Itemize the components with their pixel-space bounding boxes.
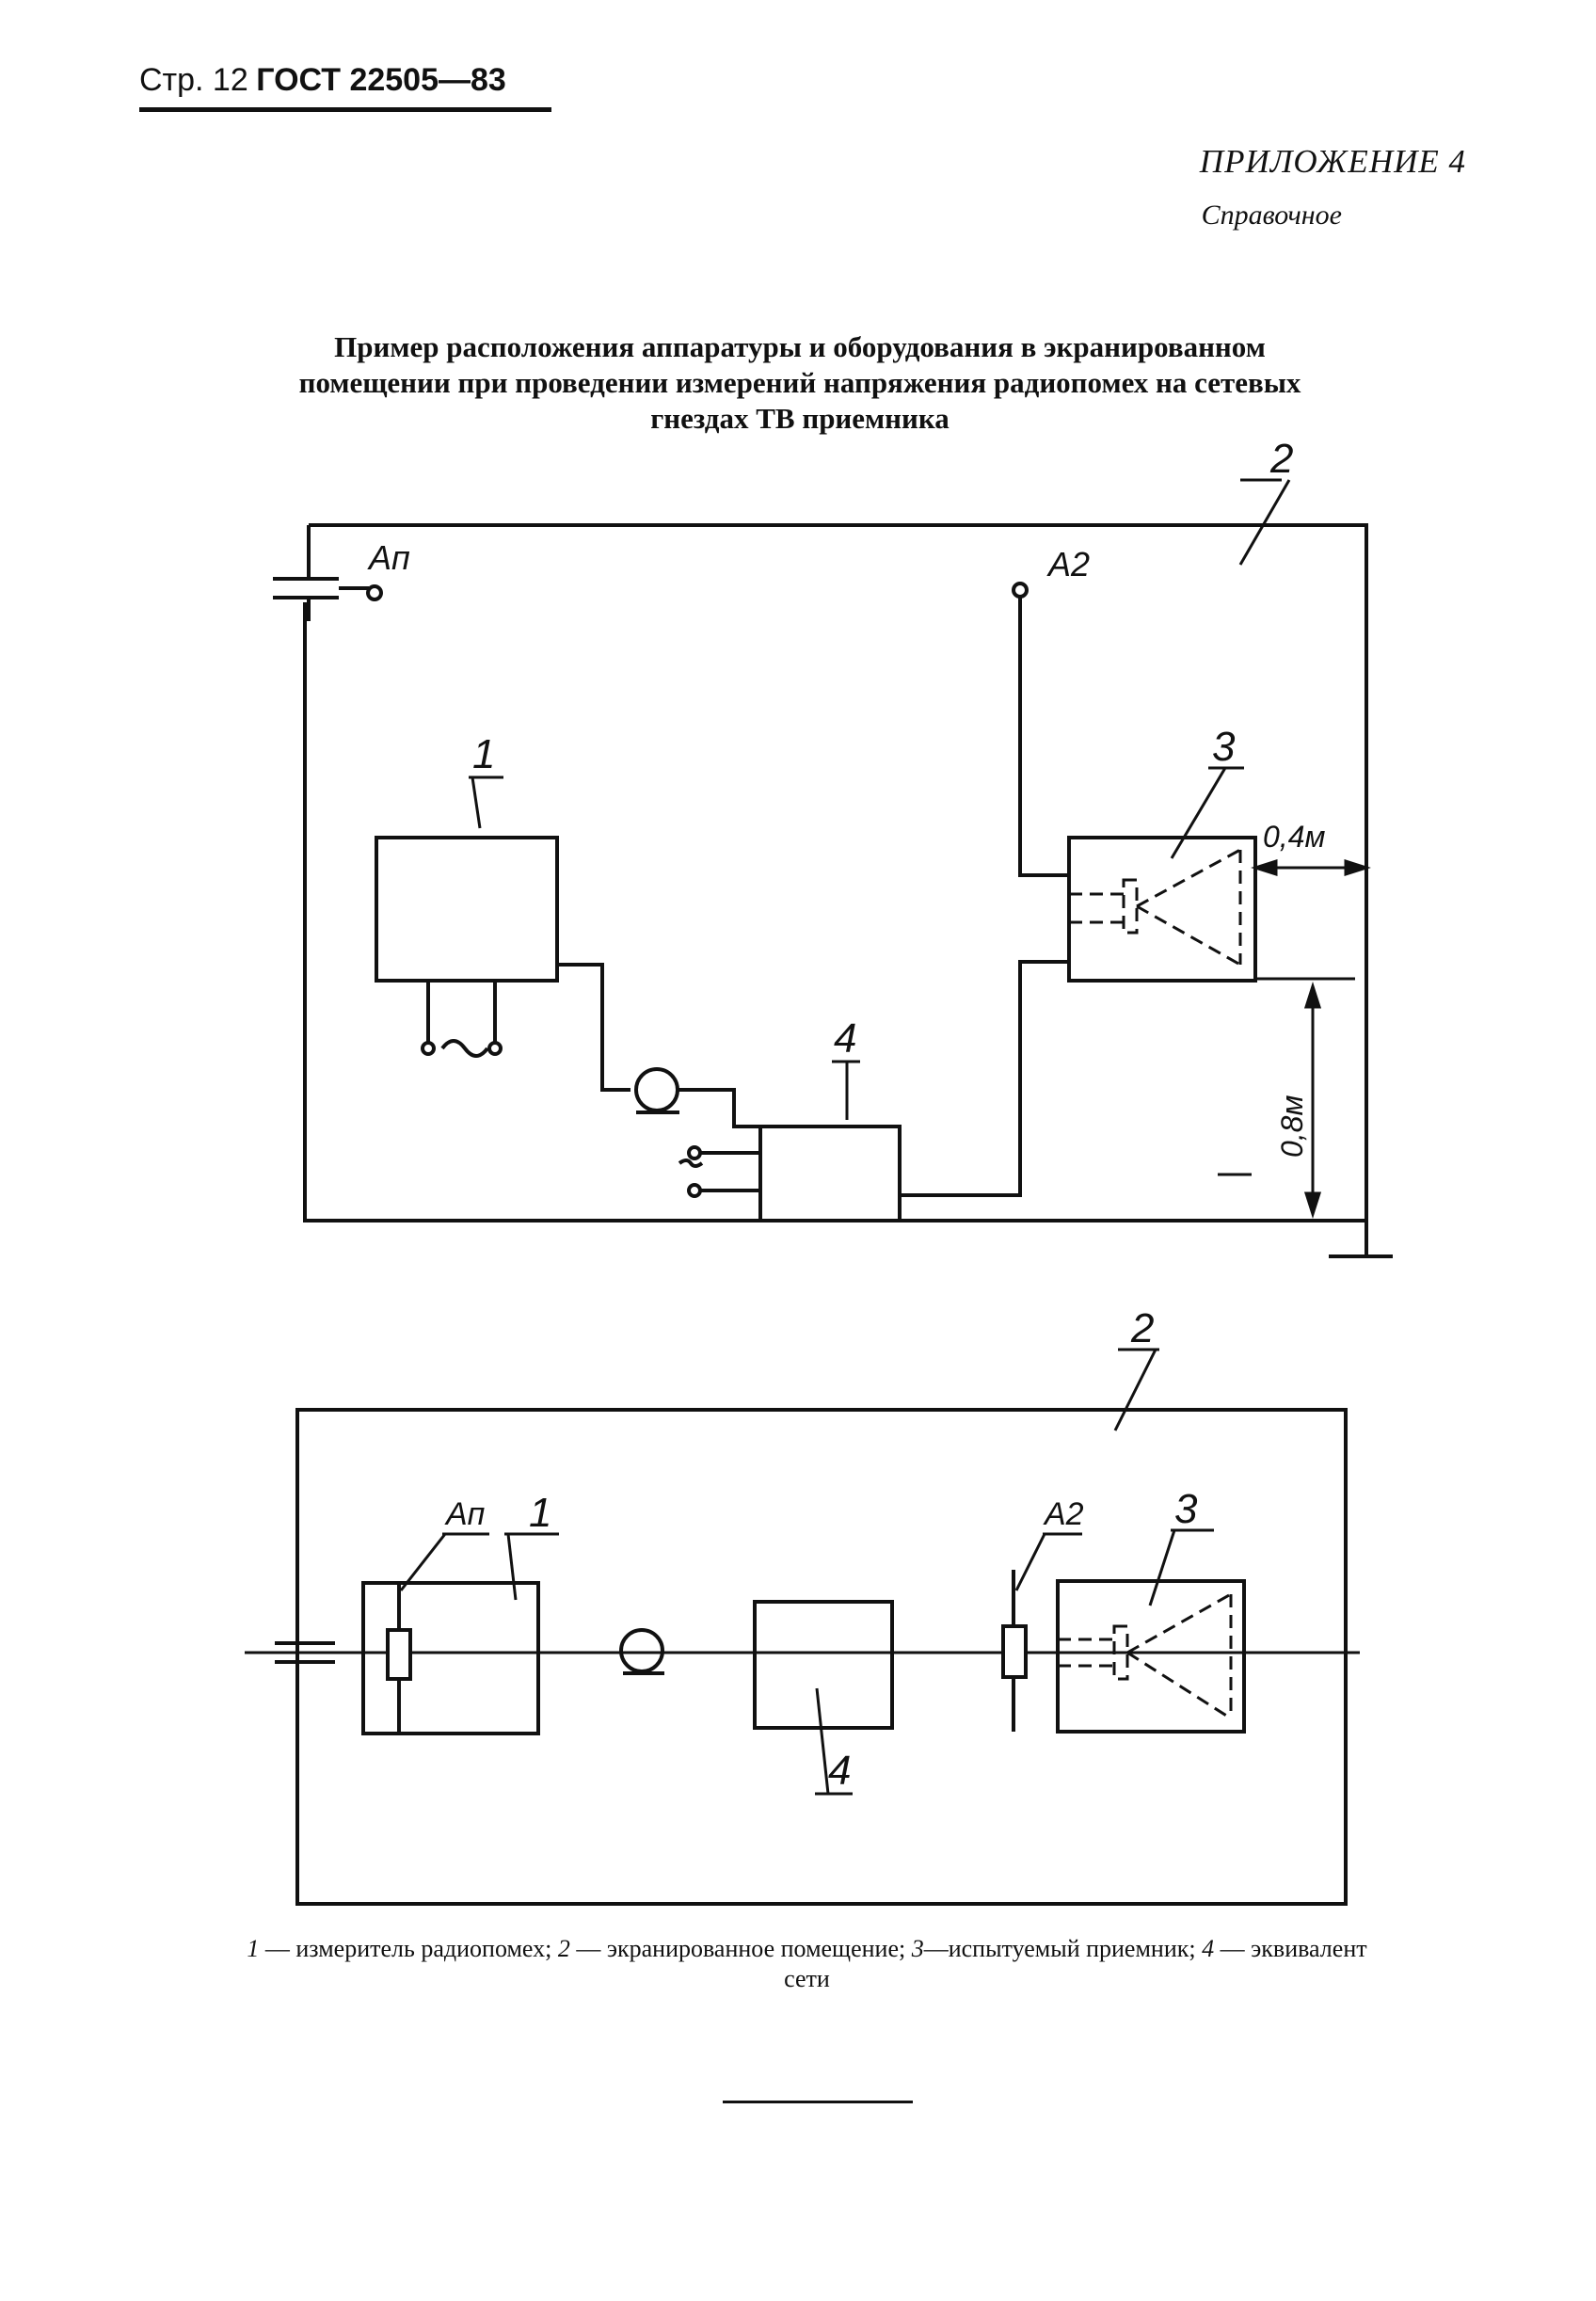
- title-line: помещении при проведении измерений напря…: [298, 366, 1301, 399]
- ac-source-icon: [440, 1039, 489, 1058]
- upper-label-1: 1: [472, 731, 495, 777]
- upper-label-4: 4: [834, 1015, 856, 1062]
- lower-label-an: Ап: [444, 1496, 486, 1532]
- cable-icon: [634, 1067, 679, 1112]
- figure-title: Пример расположения аппаратуры и оборудо…: [188, 329, 1412, 437]
- caption-text: — измеритель радиопомех;: [259, 1935, 558, 1962]
- radio-noise-meter: [375, 836, 559, 983]
- antenna-a2-terminal: [1012, 582, 1029, 599]
- caption-num: 3: [911, 1935, 924, 1962]
- lower-label-1: 1: [529, 1490, 551, 1536]
- lower-diagram: [245, 1408, 1360, 1906]
- lower-label-a2: А2: [1043, 1496, 1084, 1532]
- figure-caption: 1 — измеритель радиопомех; 2 — экраниров…: [235, 1934, 1379, 1994]
- antenna-an-plan: [386, 1628, 412, 1681]
- antenna-an-terminal: [366, 584, 383, 601]
- page-header: Стр. 12 ГОСТ 22505—83: [139, 62, 506, 99]
- caption-num: 1: [247, 1935, 260, 1962]
- caption-num: 2: [557, 1935, 570, 1962]
- network-equivalent-plan: [753, 1600, 894, 1730]
- upper-diagram: [273, 523, 1393, 1258]
- shielded-room-wall: [303, 523, 1368, 1222]
- caption-text: — эквивалент сети: [784, 1935, 1367, 1992]
- lower-label-3: 3: [1174, 1486, 1198, 1532]
- receiver-under-test: [1067, 836, 1257, 983]
- lower-label-2: 2: [1130, 1305, 1154, 1351]
- receiver-plan: [1056, 1579, 1246, 1734]
- upper-label-2: 2: [1269, 436, 1293, 482]
- end-rule: [723, 2101, 913, 2103]
- title-line: гнездах ТВ приемника: [650, 402, 950, 435]
- upper-label-3: 3: [1212, 724, 1236, 770]
- caption-text: — экранированное помещение;: [569, 1935, 912, 1962]
- upper-label-an: Ап: [367, 538, 410, 577]
- appendix-type: Справочное: [1201, 200, 1342, 231]
- dimension-vertical: 0,8м: [1275, 1095, 1309, 1158]
- network-equivalent: [758, 1125, 902, 1222]
- appendix-title: ПРИЛОЖЕНИЕ 4: [1199, 143, 1466, 180]
- caption-text: —испытуемый приемник;: [923, 1935, 1203, 1962]
- radio-noise-meter-plan: [361, 1581, 540, 1735]
- title-line: Пример расположения аппаратуры и оборудо…: [334, 330, 1266, 363]
- lower-label-4: 4: [828, 1748, 851, 1794]
- dimension-horizontal: 0,4м: [1263, 820, 1325, 854]
- antenna-a2-plan: [1001, 1624, 1028, 1679]
- header-rule: [139, 107, 551, 112]
- caption-num: 4: [1202, 1935, 1215, 1962]
- shielded-room-plan: [295, 1408, 1348, 1906]
- page-number: Стр. 12: [139, 62, 248, 98]
- upper-label-a2: А2: [1046, 545, 1090, 583]
- standard-number: ГОСТ 22505—83: [256, 62, 506, 98]
